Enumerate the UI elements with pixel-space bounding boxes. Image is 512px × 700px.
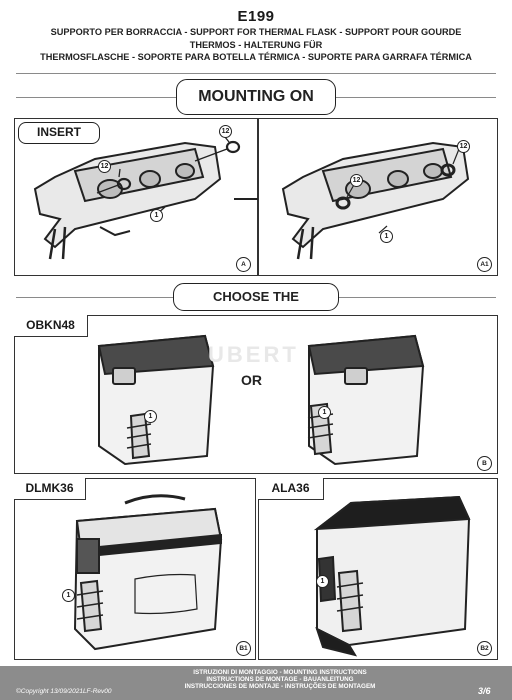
footer-line-3: INSTRUCCIONES DE MONTAJE - INSTRUÇÕES DE…	[184, 683, 376, 691]
part-1-callout-b-left: 1	[144, 410, 157, 423]
step-b1-marker: B1	[236, 641, 251, 656]
footer-line-1: ISTRUZIONI DI MONTAGGIO - MOUNTING INSTR…	[193, 669, 367, 676]
footer-line-2: INSTRUCTIONS DE MONTAGE - BAUANLEITUNG	[206, 676, 354, 684]
copyright-text: ©Copyright 13/09/2021LF-Rev00	[16, 688, 112, 695]
insert-label: INSERT	[18, 122, 100, 144]
part-12-callout-a1: 12	[350, 174, 363, 187]
document-code: E199	[237, 8, 275, 25]
header-divider	[16, 73, 496, 74]
dlmk36-case-illustration	[73, 494, 223, 651]
part-12-callout-a-right: 12	[219, 125, 232, 138]
case-label-ala36: ALA36	[258, 478, 324, 500]
bracket-insert-illustration	[33, 136, 241, 260]
obkn48-case-illustration	[97, 334, 425, 466]
case-label-obkn48: OBKN48	[14, 315, 88, 337]
part-1-callout-a: 1	[150, 209, 163, 222]
panel-step-b	[14, 315, 498, 474]
part-1-callout-b1: 1	[62, 589, 75, 602]
part-1-callout-a1: 1	[380, 230, 393, 243]
part-1-callout-b-right: 1	[318, 406, 331, 419]
mounting-title: MOUNTING ON CASES	[176, 79, 336, 138]
panel-step-b1	[14, 478, 256, 660]
positioning-rule-right	[339, 297, 496, 298]
or-label: OR	[241, 372, 262, 388]
part-12-callout-a: 12	[98, 160, 111, 173]
bracket-assembled-illustration	[281, 141, 470, 260]
step-b-marker: B	[477, 456, 492, 471]
positioning-rule-left	[16, 297, 173, 298]
panel-step-b2	[258, 478, 498, 660]
mounting-rule-left	[16, 97, 176, 98]
step-a1-marker: A1	[477, 257, 492, 272]
step-a-marker: A	[236, 257, 251, 272]
positioning-title: CHOOSE THE POSITIONING	[173, 283, 339, 329]
footer-bar: ISTRUZIONI DI MONTAGGIO - MOUNTING INSTR…	[0, 666, 512, 700]
footer-instructions: ISTRUZIONI DI MONTAGGIO - MOUNTING INSTR…	[150, 669, 410, 691]
watermark-text: UBERT	[208, 342, 299, 367]
part-12-callout-a1-right: 12	[457, 140, 470, 153]
case-label-dlmk36: DLMK36	[14, 478, 86, 500]
subtitle-line-2: THERMOSFLASCHE - SOPORTE PARA BOTELLA TÉ…	[40, 52, 472, 62]
subtitle-line-1: SUPPORTO PER BORRACCIA - SUPPORT FOR THE…	[50, 27, 462, 50]
step-b2-marker: B2	[477, 641, 492, 656]
mounting-rule-right	[336, 97, 496, 98]
ala36-case-illustration	[313, 495, 471, 657]
panel-step-a	[14, 118, 258, 276]
document-subtitle: SUPPORTO PER BORRACCIA - SUPPORT FOR THE…	[30, 26, 482, 64]
part-1-callout-b2: 1	[316, 575, 329, 588]
page-number: 3/6	[478, 686, 491, 696]
